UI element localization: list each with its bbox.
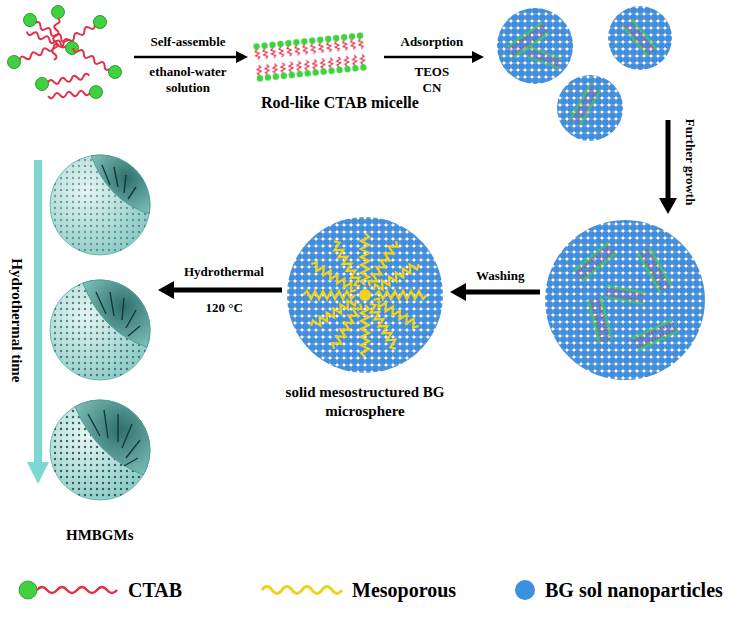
reagent-label: CN bbox=[423, 80, 442, 96]
legend-text: BG sol nanoparticles bbox=[545, 578, 723, 602]
stage-caption: HMBGMs bbox=[66, 526, 134, 545]
rod-micelle bbox=[252, 31, 368, 82]
stage-caption: solid mesostructured BG microsphere bbox=[278, 383, 453, 421]
solid-bg-microsphere bbox=[287, 217, 443, 373]
legend-mesoporous-sample bbox=[262, 587, 342, 594]
legend-swatch bbox=[515, 580, 535, 600]
condition-label: ethanol-water solution bbox=[138, 64, 238, 97]
process-arrow bbox=[450, 283, 540, 301]
hollow-sphere bbox=[50, 400, 150, 500]
hollow-sphere bbox=[50, 155, 150, 255]
process-arrow bbox=[659, 120, 677, 214]
process-arrow bbox=[384, 51, 484, 63]
bg-sphere-grown bbox=[545, 220, 705, 380]
legend-text: Mesoporous bbox=[352, 578, 456, 602]
legend-ctab-sample bbox=[19, 581, 117, 599]
bg-spheres-small bbox=[497, 6, 672, 141]
process-arrow bbox=[158, 281, 282, 299]
step-label: Further growth bbox=[682, 119, 698, 206]
step-label: Washing bbox=[476, 268, 524, 284]
step-label: Self-assemble bbox=[151, 34, 226, 50]
step-label: Adsorption bbox=[401, 34, 464, 50]
ctab-molecules bbox=[6, 5, 124, 103]
stage-caption: Rod-like CTAB micelle bbox=[261, 93, 419, 113]
process-arrow bbox=[134, 51, 248, 63]
reagent-label: TEOS bbox=[415, 64, 450, 80]
hollow-sphere bbox=[50, 280, 150, 380]
step-label: Hydrothermal bbox=[184, 264, 264, 280]
axis-label: Hydrothermal time bbox=[7, 258, 26, 382]
condition-label: 120 °C bbox=[206, 300, 243, 316]
time-arrow bbox=[27, 160, 49, 484]
legend-text: CTAB bbox=[128, 578, 182, 602]
